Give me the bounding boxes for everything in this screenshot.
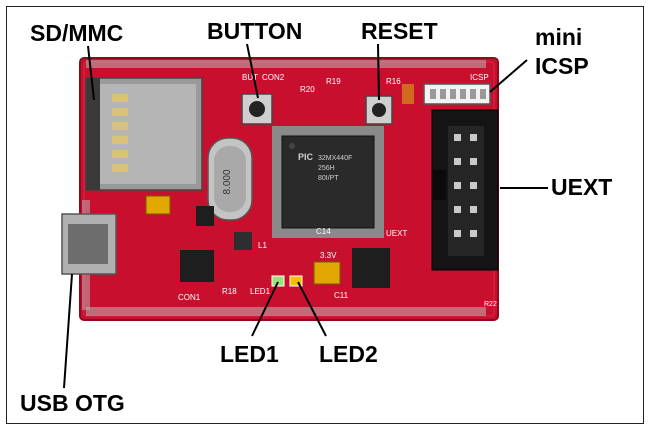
leader-sd-mmc	[87, 45, 95, 101]
silk-r18: R18	[222, 287, 237, 296]
uext-connector	[431, 109, 499, 271]
leader-mini-icsp	[489, 59, 528, 93]
leader-button	[246, 43, 259, 99]
label-icsp: ICSP	[535, 53, 589, 79]
silk-icsp: ICSP	[470, 73, 489, 82]
silk-r20: R20	[300, 85, 315, 94]
leader-led1	[251, 281, 279, 337]
label-led2: LED2	[319, 341, 378, 367]
leader-led2	[297, 281, 327, 337]
transistor	[196, 206, 214, 226]
leader-reset	[377, 43, 380, 101]
leader-usb-otg	[63, 273, 73, 389]
label-usb-otg: USB OTG	[20, 390, 125, 416]
label-sd-mmc: SD/MMC	[30, 20, 124, 46]
inductor	[234, 232, 252, 250]
silk-uext: UEXT	[386, 229, 407, 238]
silk-l1: L1	[258, 241, 267, 250]
reset-button	[365, 95, 393, 125]
microcontroller-chip	[272, 126, 384, 238]
voltage-regulator	[352, 248, 390, 288]
silk-con1: CON1	[178, 293, 201, 302]
silk-r22: R22	[484, 301, 497, 308]
label-button: BUTTON	[207, 18, 303, 44]
chip-text-line3: 80I/PT	[318, 175, 339, 182]
silk-but: BUT	[242, 73, 258, 82]
label-reset: RESET	[361, 18, 438, 44]
silk-led1: LED1	[250, 287, 271, 296]
usb-otg-connector	[61, 213, 117, 275]
silk-r19: R19	[326, 77, 341, 86]
tantalum-capacitor-left	[145, 195, 171, 215]
pin-header-top	[86, 60, 486, 68]
crystal-oscillator	[207, 137, 253, 221]
silk-c14: C14	[316, 227, 331, 236]
chip-logo: PIC	[298, 152, 314, 162]
mini-icsp-connector	[423, 83, 491, 105]
silk-r16: R16	[386, 77, 401, 86]
pin-header-bottom	[86, 307, 486, 316]
silk-3v3: 3.3V	[320, 251, 337, 260]
label-led1: LED1	[220, 341, 279, 367]
ferrite-component	[402, 84, 414, 104]
chip-text-line1: 32MX440F	[318, 155, 352, 162]
led1-component	[271, 275, 285, 287]
led2-component	[289, 275, 303, 287]
crystal-marking: 8.000	[222, 169, 233, 194]
tantalum-capacitor-right	[313, 261, 341, 285]
silk-con2: CON2	[262, 73, 285, 82]
silk-c11: C11	[334, 291, 349, 300]
label-uext: UEXT	[551, 174, 613, 200]
user-button	[241, 93, 273, 125]
sd-card-slot	[85, 77, 203, 191]
usb-power-ic	[180, 250, 214, 282]
label-mini: mini	[535, 24, 583, 50]
chip-text-line2: 256H	[318, 165, 335, 172]
